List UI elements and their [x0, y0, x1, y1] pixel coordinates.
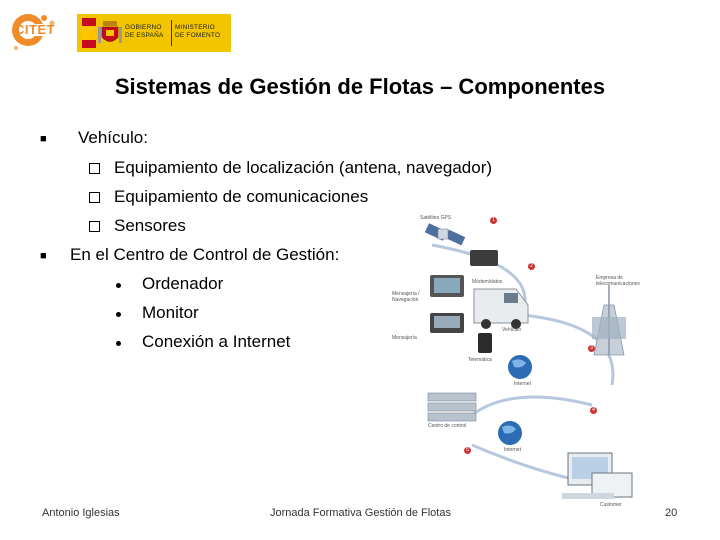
footer-event: Jornada Formativa Gestión de Flotas	[270, 507, 451, 519]
bullet-checkbox	[89, 163, 100, 174]
step-badge: 1	[490, 217, 497, 224]
label-telecom: Empresa de telecomunicaciones	[596, 275, 640, 287]
antenna-tower-icon	[592, 285, 626, 356]
globe-icon	[508, 355, 532, 379]
label-internet: Internet	[514, 381, 531, 387]
label-internet: Internet	[504, 447, 521, 453]
van-icon	[473, 288, 529, 329]
globe-icon	[498, 421, 522, 445]
bullet-item: Equipamiento de localización (antena, na…	[114, 158, 493, 177]
bullet-dot	[116, 341, 121, 346]
fleet-system-diagram: Satélites GPS Mensajería / Navegación Me…	[392, 205, 654, 513]
government-text: GOBIERNO DE ESPAÑA	[125, 24, 164, 39]
bullet-centro: En el Centro de Control de Gestión:	[70, 245, 340, 264]
step-badge: 5	[464, 447, 471, 454]
modem-icon	[470, 250, 498, 266]
label-vehicle: Vehículo	[502, 327, 522, 333]
label-modem: Módem/datos	[472, 279, 503, 285]
ministry-text: MINISTERIO DE FOMENTO	[175, 24, 221, 39]
bullet-dot	[116, 312, 121, 317]
bullet-item: Sensores	[114, 216, 186, 235]
citet-logo-text: CITET	[15, 22, 56, 37]
bullet-item: Conexión a Internet	[142, 332, 291, 351]
bullet-dot	[116, 283, 121, 288]
citet-logo: CITET	[6, 8, 66, 58]
slide-title: Sistemas de Gestión de Flotas – Componen…	[114, 74, 606, 99]
server-icon	[427, 392, 477, 422]
step-badge: 4	[590, 407, 597, 414]
page-number: 20	[665, 507, 678, 519]
footer-author: Antonio Iglesias	[42, 507, 120, 519]
bullet-checkbox	[89, 192, 100, 203]
label-nav: Mensajería / Navegación	[392, 291, 420, 303]
coat-of-arms-icon	[98, 21, 122, 43]
bullet-square: ■	[40, 250, 47, 262]
logo-divider	[171, 20, 172, 46]
bullet-checkbox	[89, 221, 100, 232]
bullet-vehiculo: Vehículo:	[78, 128, 148, 147]
government-logo: GOBIERNO DE ESPAÑA MINISTERIO DE FOMENTO	[77, 14, 231, 52]
telematics-icon	[478, 333, 492, 353]
step-badge: 3	[588, 345, 595, 352]
satellite-icon	[424, 223, 466, 246]
label-telematics: Telemática	[468, 357, 492, 363]
flag-icon	[82, 18, 96, 48]
bullet-item: Equipamiento de comunicaciones	[114, 187, 369, 206]
label-control-center: Centro de control	[428, 423, 467, 429]
label-gps: Satélites GPS	[420, 215, 452, 221]
computer-icon	[562, 452, 633, 499]
bullet-item: Monitor	[142, 303, 199, 322]
bullet-item: Ordenador	[142, 274, 224, 293]
step-badge: 2	[528, 263, 535, 270]
label-customer: Customer	[600, 502, 622, 508]
label-msg: Mensajería	[392, 335, 417, 341]
bullet-square: ■	[40, 133, 47, 145]
